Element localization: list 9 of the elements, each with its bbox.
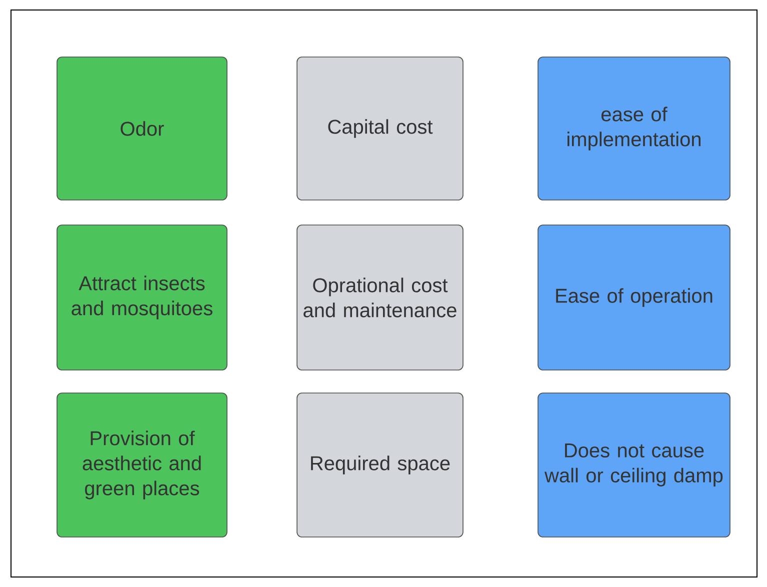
criterion-box: Ease of operation <box>538 224 730 370</box>
criterion-box: Provision of aesthetic and green places <box>56 392 228 538</box>
criterion-box: ease of implementation <box>538 56 730 200</box>
criterion-box: Odor <box>56 56 228 200</box>
criterion-box: Capital cost <box>296 56 464 200</box>
criterion-box: Oprational cost and maintenance <box>296 224 464 370</box>
criterion-box: Attract insects and mosquitoes <box>56 224 228 370</box>
criterion-box: Required space <box>296 392 464 538</box>
criterion-box: Does not cause wall or ceiling damp <box>538 392 730 538</box>
